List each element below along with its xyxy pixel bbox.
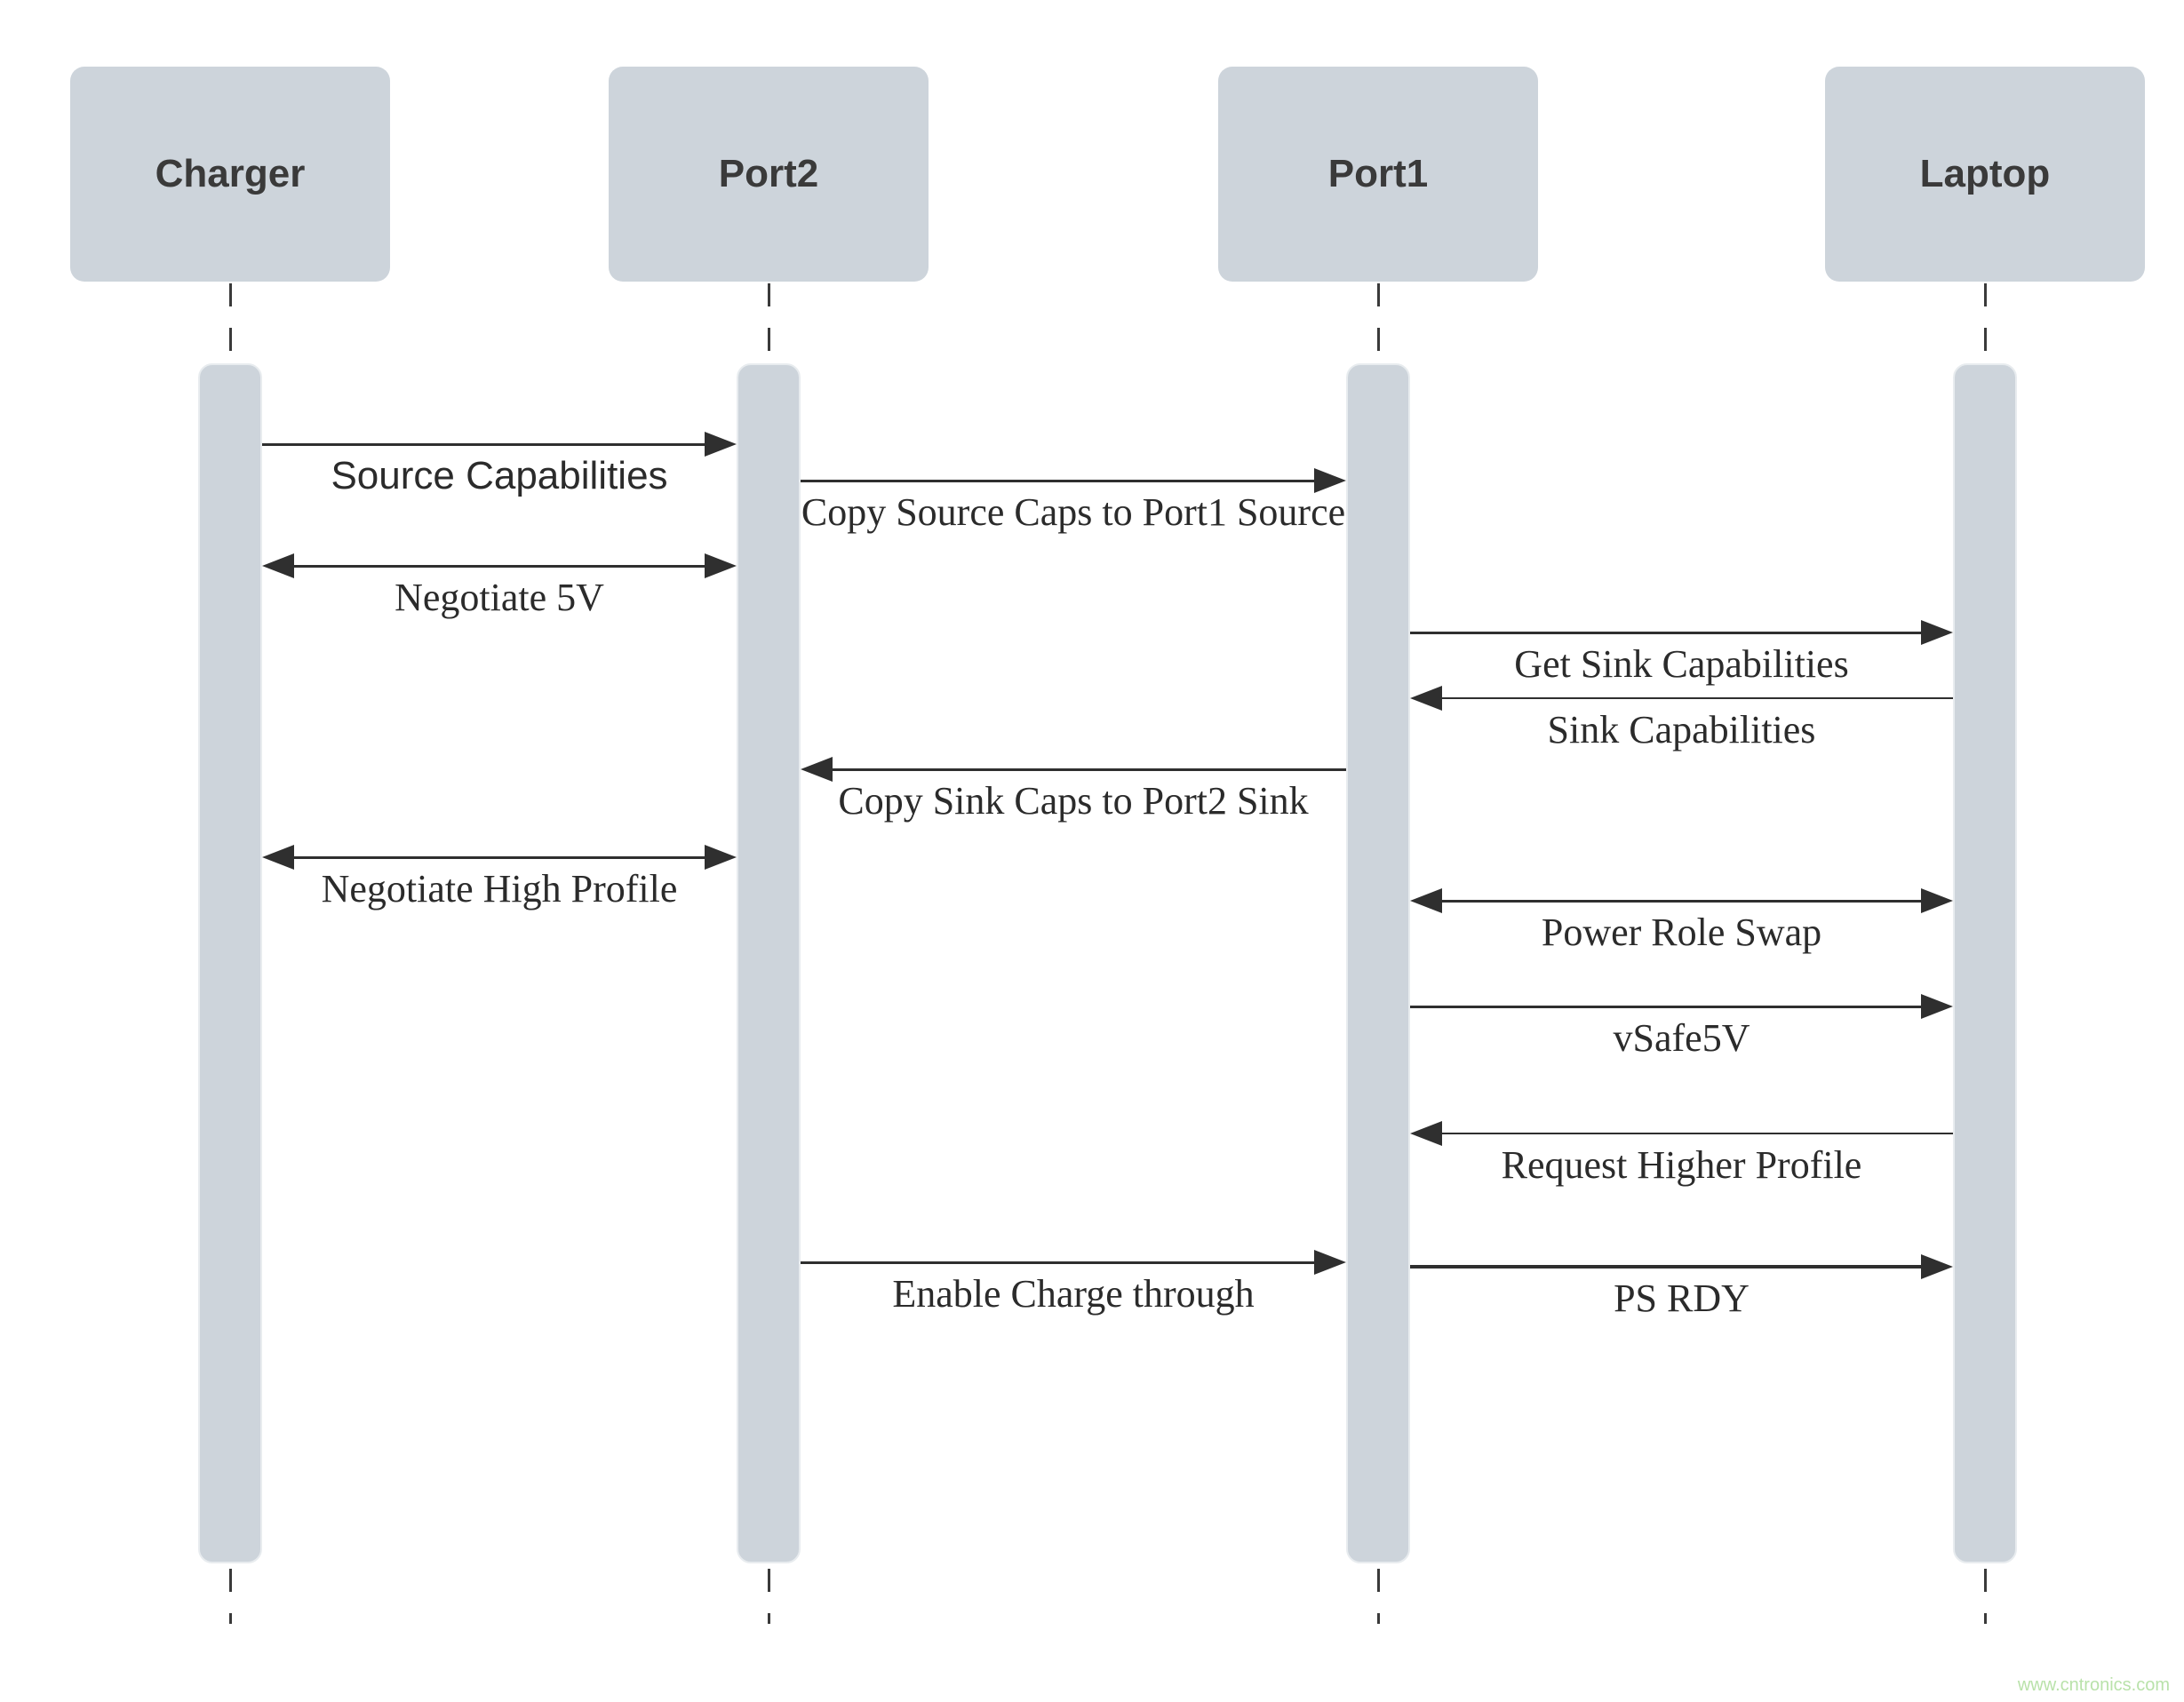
message-arrow-line [801,1261,1319,1264]
message-arrow-line [1437,1133,1953,1134]
lifeline-charger-tail [229,1569,232,1624]
activation-bar-laptop [1953,363,2017,1563]
message-arrow-line [1410,631,1926,634]
arrowhead-right-icon [1921,1254,1953,1279]
message-label: Enable Charge through [892,1272,1255,1316]
message-arrow-line [1437,899,1926,903]
message-label: Sink Capabilities [1547,708,1816,752]
message-arrow-line [827,767,1346,771]
lifeline-laptop-tail [1984,1569,1987,1624]
message-label: Request Higher Profile [1501,1143,1862,1187]
lifeline-charger-top [229,283,232,362]
message-label: Copy Sink Caps to Port2 Sink [838,779,1309,823]
arrowhead-left-icon [262,553,294,578]
lifeline-port2-tail [768,1569,770,1624]
message-label: Get Sink Capabilities [1514,642,1849,686]
message-arrow-line [289,855,710,859]
arrowhead-left-icon [1410,888,1442,913]
lifeline-port2-top [768,283,770,362]
message-arrow-line [1410,1005,1926,1008]
message-label: Negotiate 5V [395,576,604,619]
message-label: Copy Source Caps to Port1 Source [801,490,1346,534]
watermark: www.cntronics.com [2017,1675,2170,1695]
arrowhead-left-icon [262,845,294,870]
activation-bar-port2 [737,363,801,1563]
actor-box-port2: Port2 [609,67,929,282]
lifeline-port1-tail [1377,1569,1380,1624]
lifeline-laptop-top [1984,283,1987,362]
arrowhead-right-icon [1314,468,1346,493]
arrowhead-right-icon [1314,1250,1346,1275]
message-arrow-line [1410,1265,1926,1269]
message-label: Power Role Swap [1541,911,1822,954]
arrowhead-right-icon [1921,994,1953,1019]
actor-box-laptop: Laptop [1825,67,2145,282]
arrowhead-left-icon [1410,1121,1442,1146]
lifeline-port1-top [1377,283,1380,362]
message-arrow-line [801,479,1319,482]
message-arrow-line [1437,697,1953,699]
activation-bar-charger [198,363,262,1563]
message-label: Source Capabilities [331,454,668,497]
arrowhead-right-icon [705,432,737,457]
actor-box-port1: Port1 [1218,67,1538,282]
arrowhead-right-icon [705,845,737,870]
arrowhead-right-icon [1921,888,1953,913]
message-label: PS RDY [1614,1276,1750,1320]
arrowhead-right-icon [1921,620,1953,645]
message-label: Negotiate High Profile [321,867,678,911]
message-arrow-line [289,564,710,568]
message-arrow-line [262,442,710,446]
arrowhead-left-icon [1410,686,1442,711]
actor-box-charger: Charger [70,67,390,282]
activation-bar-port1 [1346,363,1410,1563]
arrowhead-left-icon [801,757,833,782]
arrowhead-right-icon [705,553,737,578]
message-label: vSafe5V [1613,1016,1750,1060]
